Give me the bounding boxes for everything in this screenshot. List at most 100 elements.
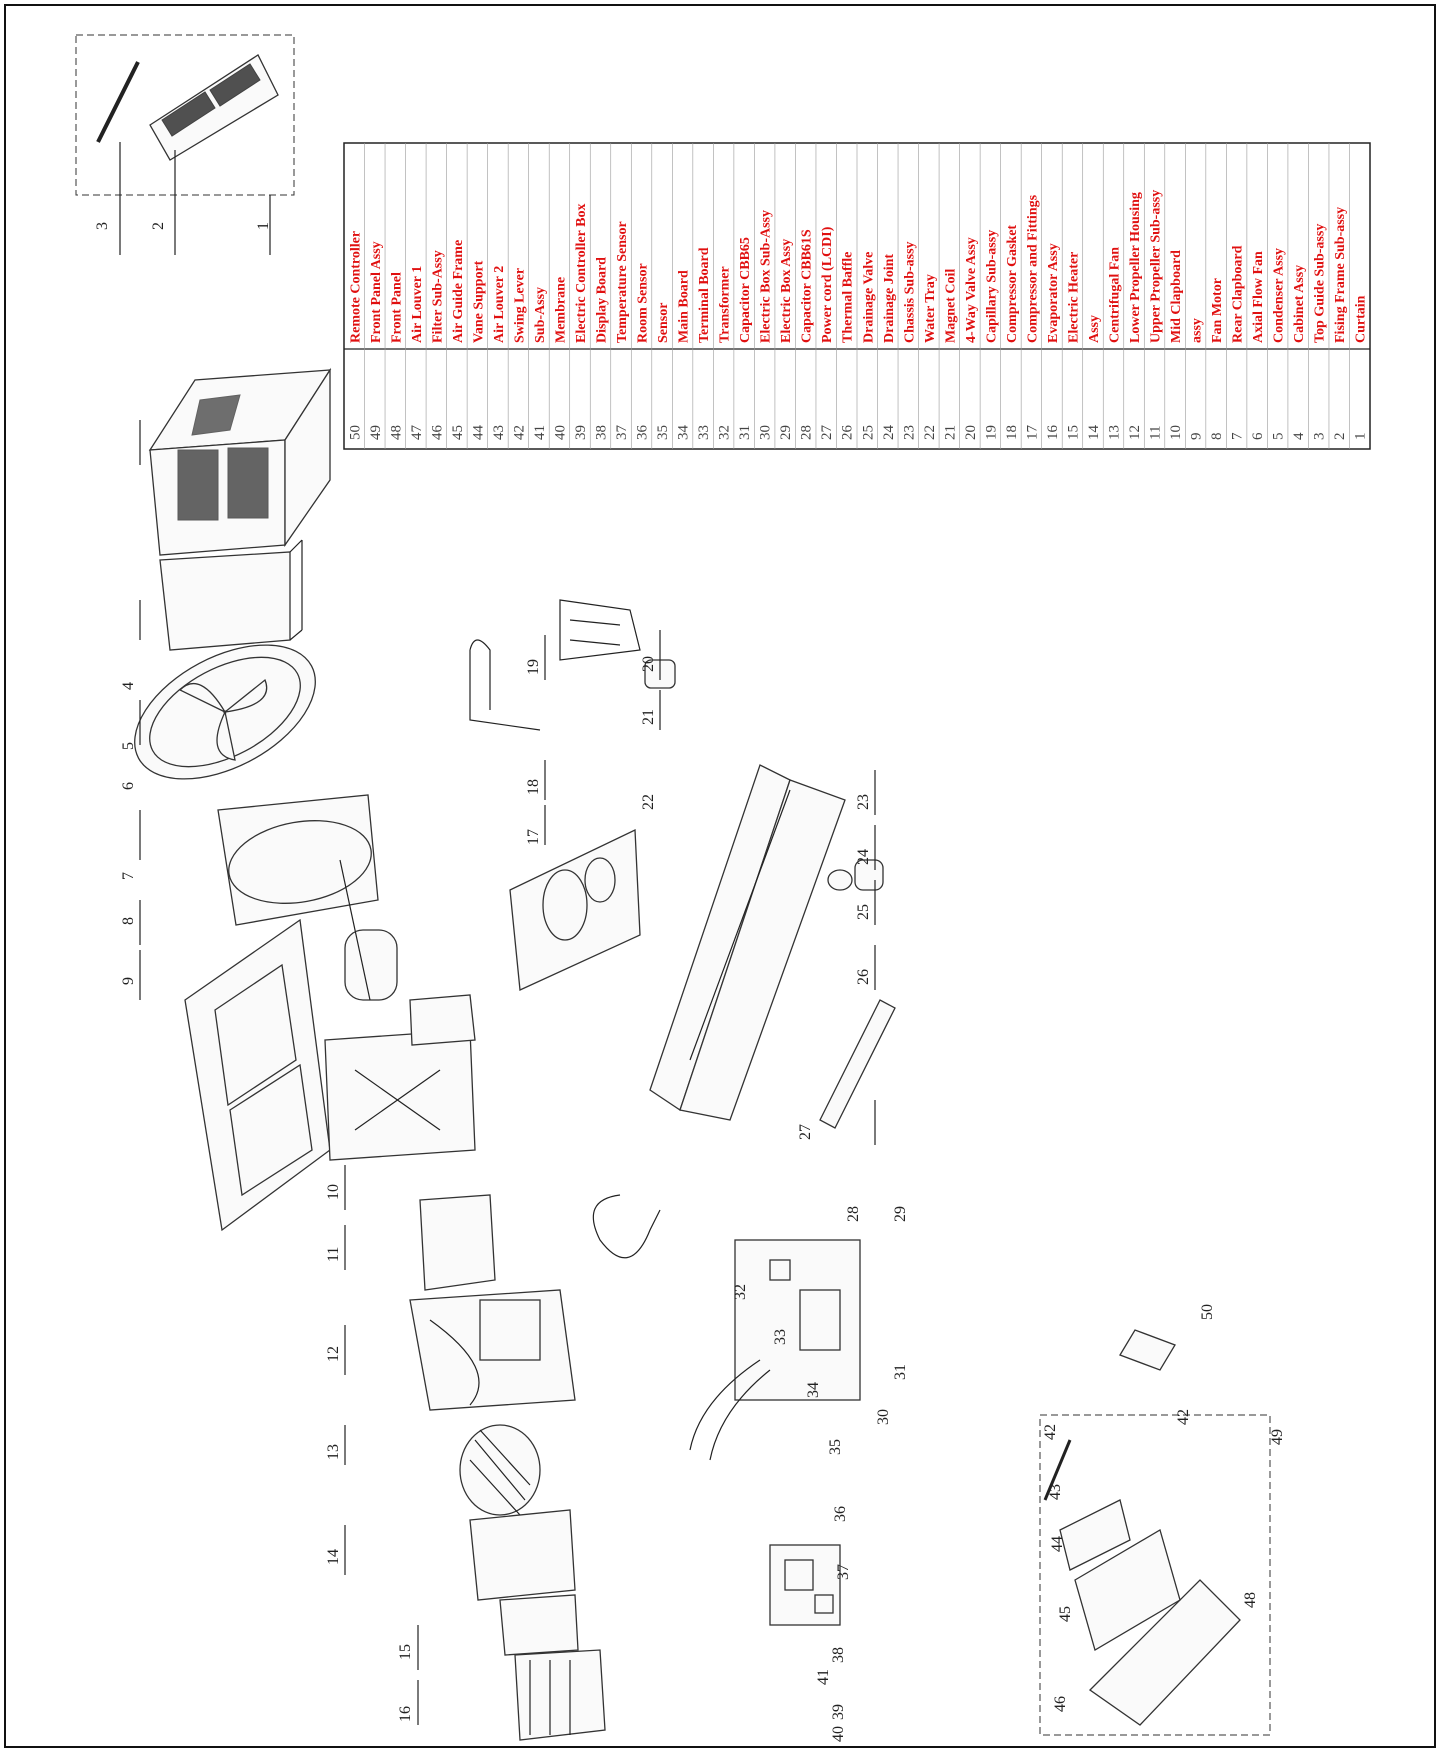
drainage-valve — [854, 859, 884, 891]
table-part-number: 38 — [594, 425, 610, 440]
callout-34: 34 — [805, 1382, 822, 1398]
table-part-name: Fan Motor — [1210, 278, 1225, 343]
table-part-number: 39 — [573, 425, 589, 440]
callout-36: 36 — [832, 1506, 849, 1522]
callout-14: 14 — [325, 1549, 342, 1565]
table-part-name: Capacitor CBB65 — [738, 237, 753, 343]
propeller-housing-drawing — [409, 1194, 576, 1411]
cabinet-vent-1 — [177, 449, 219, 521]
swing-lever — [1043, 1439, 1072, 1501]
sensor-wires — [689, 1359, 771, 1461]
power-cord-drawing — [592, 1194, 661, 1259]
table-part-name: assy — [1190, 318, 1205, 343]
table-part-name: Electric Box Assy — [779, 239, 794, 343]
table-part-number: 15 — [1065, 425, 1081, 440]
callout-38: 38 — [830, 1647, 847, 1663]
table-part-name: Air Louver 2 — [492, 266, 507, 343]
chassis-drawing — [649, 764, 846, 1121]
table-part-name: Temperature Sensor — [615, 221, 630, 343]
callout-41: 41 — [815, 1669, 832, 1685]
table-part-name: Lower Propeller Housing — [1128, 192, 1143, 343]
table-part-number: 28 — [799, 425, 815, 440]
thermal-baffle-drawing — [819, 999, 896, 1129]
callout-10: 10 — [325, 1184, 342, 1200]
callout-40: 40 — [830, 1726, 847, 1742]
heater-plate — [469, 1509, 576, 1601]
callout-13: 13 — [325, 1444, 342, 1460]
callout-11: 11 — [325, 1247, 342, 1262]
capillary-tube — [469, 639, 541, 731]
callout-labels: 3 2 1 4 5 6 7 8 9 10 11 12 13 14 15 16 1… — [94, 222, 1286, 1742]
table-part-number: 13 — [1107, 425, 1123, 440]
cabinet-front — [284, 367, 331, 548]
callout-27: 27 — [797, 1124, 814, 1140]
callout-50: 50 — [1199, 1304, 1216, 1320]
table-part-name: Display Board — [595, 257, 610, 343]
callout-25: 25 — [855, 904, 872, 920]
callout-21: 21 — [640, 709, 657, 725]
callout-32: 32 — [732, 1284, 749, 1300]
table-part-number: 34 — [676, 425, 692, 441]
callout-22: 22 — [640, 794, 657, 810]
table-part-number: 19 — [983, 425, 999, 440]
table-part-number: 49 — [368, 425, 384, 440]
filter — [1074, 1529, 1181, 1651]
table-part-number: 21 — [942, 425, 958, 440]
table-part-number: 35 — [655, 425, 671, 440]
electric-box-inset-box — [734, 1239, 861, 1401]
table-part-number: 1 — [1353, 433, 1369, 441]
table-part-name: Drainage Joint — [882, 254, 897, 343]
callout-16: 16 — [397, 1706, 414, 1722]
callout-24: 24 — [855, 849, 872, 865]
table-part-name: Air Louver 1 — [410, 266, 425, 343]
table-part-name: Evaporator Assy — [1046, 243, 1061, 343]
fan-motor-drawing — [339, 859, 398, 1001]
guide-frame-inset — [75, 34, 295, 255]
upper-propeller-housing — [419, 1194, 496, 1291]
callout-4: 4 — [120, 682, 137, 690]
table-part-name: Cabinet Assy — [1292, 265, 1307, 343]
table-part-number: 40 — [552, 425, 568, 440]
table-part-name: Power cord (LCDI) — [820, 226, 835, 343]
table-part-number: 6 — [1250, 432, 1266, 440]
compressor-inset — [509, 828, 641, 991]
remote-controller-drawing — [1119, 1329, 1176, 1371]
callout-46: 46 — [1052, 1696, 1069, 1712]
drawing-frame — [4, 4, 1436, 1748]
table-part-number: 3 — [1312, 433, 1328, 441]
table-part-number: 10 — [1168, 425, 1184, 440]
table-part-name: Vane Support — [471, 260, 486, 343]
table-part-name: Electric Heater — [1066, 252, 1081, 343]
air-guide-frame — [1059, 1499, 1131, 1571]
top-guide-drawing — [96, 61, 140, 143]
callout-leaders — [139, 420, 876, 1725]
callout-8: 8 — [120, 917, 137, 925]
refrigerant-parts-drawing — [469, 599, 676, 731]
table-part-number: 30 — [758, 425, 774, 440]
callout-7: 7 — [120, 872, 137, 880]
table-part-name: Assy — [1087, 315, 1102, 343]
table-part-number: 9 — [1189, 433, 1205, 441]
table-part-number: 5 — [1271, 433, 1287, 441]
frame-10-body — [324, 1029, 476, 1161]
table-part-name: Drainage Valve — [861, 252, 876, 343]
callout-28: 28 — [845, 1206, 862, 1222]
cabinet-assy-drawing — [148, 367, 332, 556]
table-part-name: Swing Lever — [512, 268, 527, 343]
table-part-number: 25 — [860, 425, 876, 440]
table-part-name: Fising Frame Sub-assy — [1333, 207, 1348, 343]
electric-box-inset — [689, 1239, 861, 1461]
front-panel — [1088, 1579, 1241, 1726]
fan-blades — [178, 678, 268, 761]
table-part-number: 14 — [1086, 425, 1102, 441]
table-part-name: Condenser Assy — [1272, 248, 1287, 343]
callout-44: 44 — [1049, 1536, 1066, 1552]
table-part-number: 31 — [737, 425, 753, 440]
callout-37: 37 — [835, 1564, 852, 1580]
table-part-number: 24 — [881, 425, 897, 441]
cabinet-vent-2 — [227, 447, 269, 519]
table-part-name: Front Panel — [389, 272, 404, 343]
callout-15: 15 — [397, 1644, 414, 1660]
power-cord-cable — [592, 1194, 661, 1259]
